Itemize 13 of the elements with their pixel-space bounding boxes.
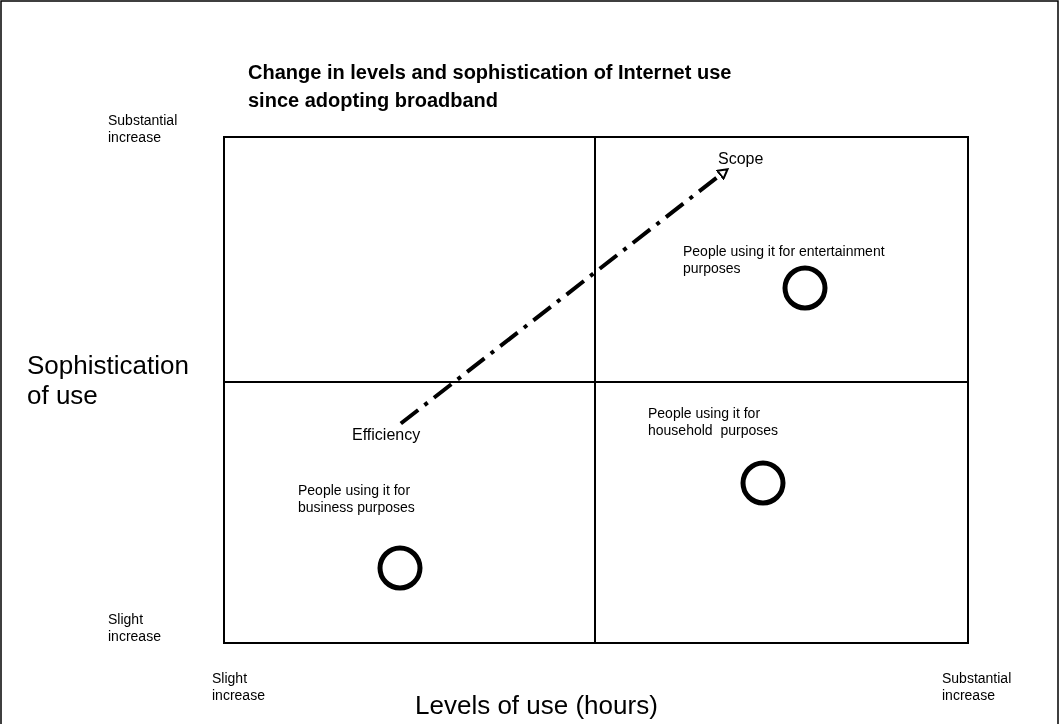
node-label: Efficiency bbox=[352, 426, 421, 444]
axis-tick-label: Slight increase bbox=[108, 611, 162, 645]
arrow bbox=[399, 168, 729, 426]
node-label: Scope bbox=[718, 150, 764, 168]
axis-tick-label: Substantial increase bbox=[942, 670, 1013, 704]
axis-tick-label: Substantial increase bbox=[108, 112, 179, 146]
axis-title: Sophistication of use bbox=[27, 350, 190, 410]
node-caption: People using it for business purposes bbox=[298, 482, 416, 516]
chart-title: Change in levels and sophistication of Internet use since adopting broadband bbox=[248, 60, 733, 113]
node-caption: People using it for entertainment purposes bbox=[683, 243, 886, 277]
axis-tick-label: Slight increase bbox=[212, 670, 266, 704]
node-caption: People using it for household purposes bbox=[648, 405, 779, 439]
axis-title: Levels of use (hours) bbox=[415, 690, 659, 720]
